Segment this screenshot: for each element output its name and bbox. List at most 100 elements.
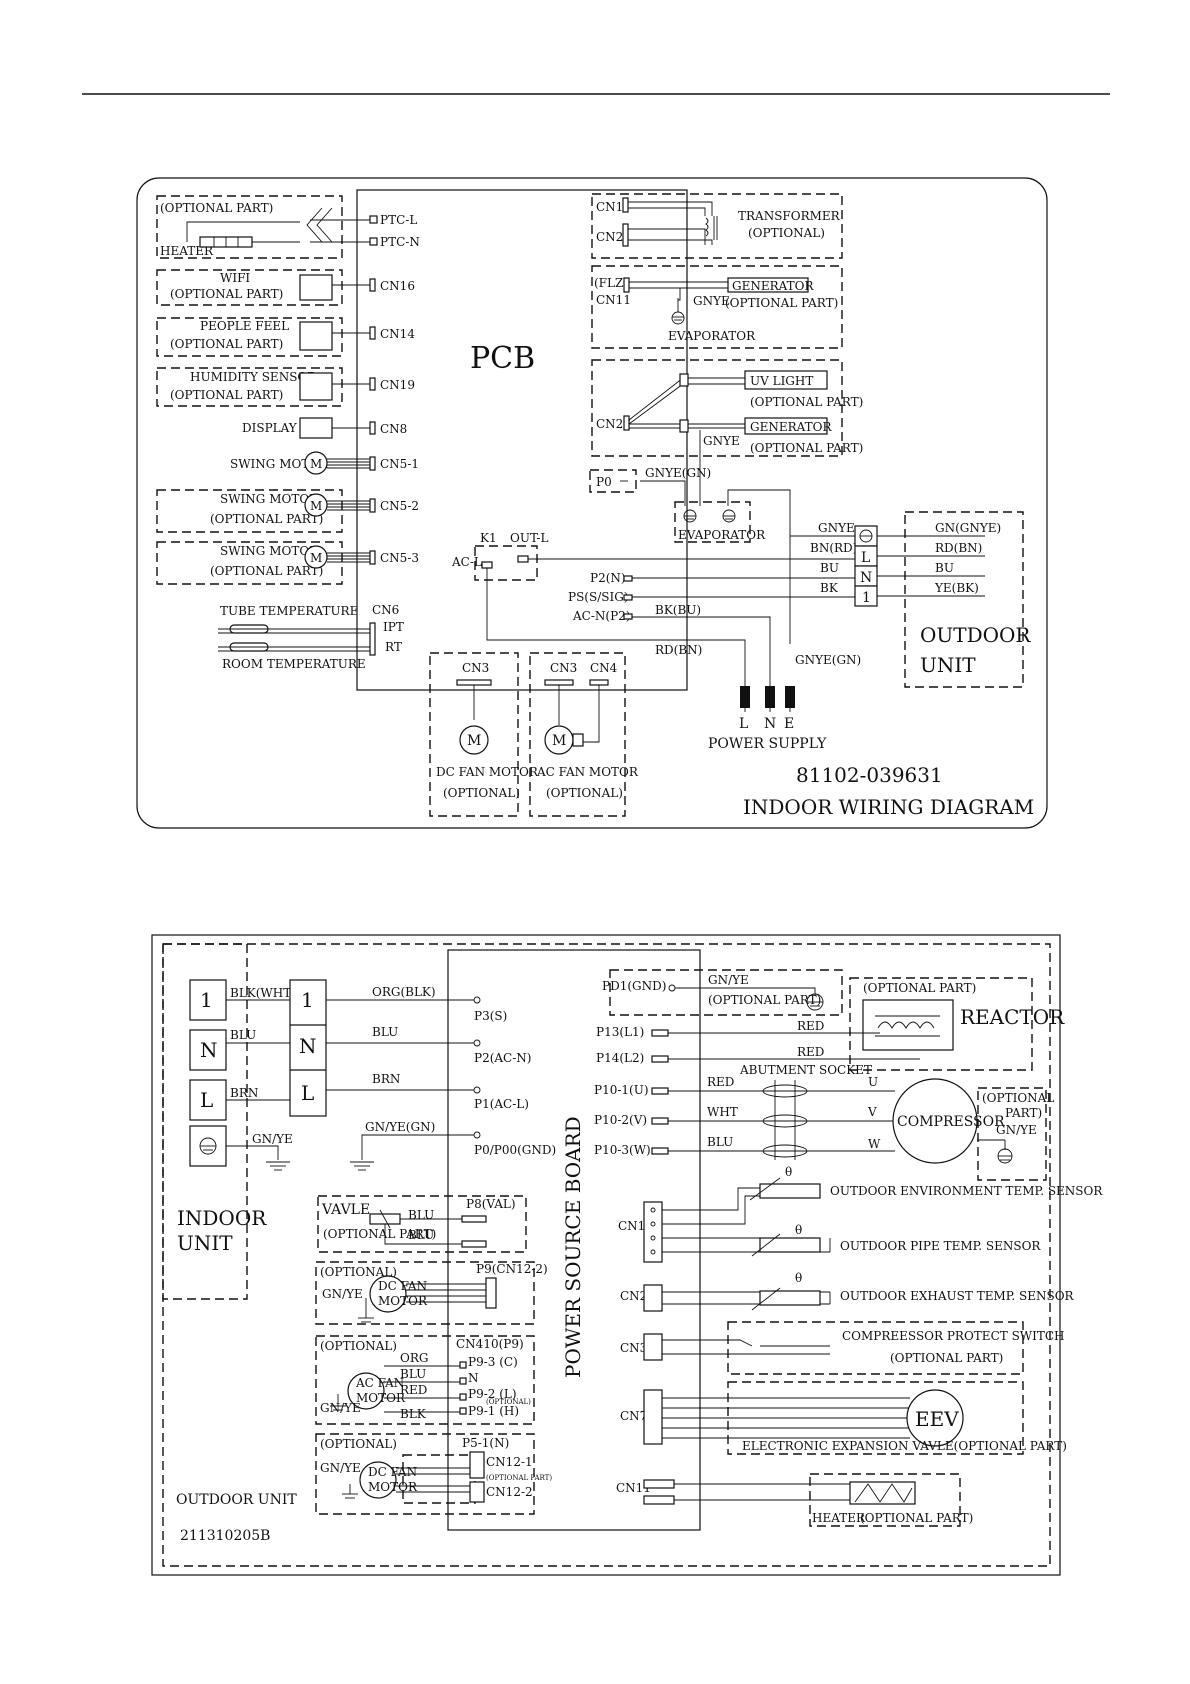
- outdoor-diagram: POWER SOURCE BOARD 1 N L BLK(WHT) BLU BR…: [151, 934, 1103, 1576]
- board-label: POWER SOURCE BOARD: [561, 1116, 585, 1378]
- swing-motor-2-opt: (OPTIONAL PART): [210, 512, 323, 526]
- ac-wire-red: RED: [400, 1383, 427, 1397]
- out-wire-ye: YE(BK): [934, 581, 979, 595]
- comp-gnye: GN/YE: [996, 1123, 1037, 1137]
- pd1-group: [609, 969, 843, 1016]
- ps-e-label: E: [784, 716, 794, 732]
- cn5-1-label: CN5-1: [380, 457, 419, 471]
- uv-generator-group: [591, 359, 843, 457]
- generator-2-label: GENERATOR: [750, 420, 832, 434]
- uvw-red: RED: [707, 1075, 734, 1089]
- outdoor-unit-group: [904, 511, 1024, 688]
- valve-blu-2: BLU: [408, 1228, 434, 1242]
- cn6-label: CN6: [372, 603, 399, 617]
- humidity-group: [156, 367, 343, 407]
- cn12-opt-label: (OPTIONAL PART): [486, 1474, 552, 1482]
- dc-fan-2-motor: MOTOR: [368, 1480, 418, 1494]
- cn5-2-label: CN5-2: [380, 499, 419, 513]
- generator-1-label: GENERATOR: [732, 279, 814, 293]
- cn2-out-label: CN2: [620, 1289, 647, 1303]
- display-label: DISPLAY: [242, 421, 298, 435]
- ac-wire-blu: BLU: [400, 1367, 426, 1381]
- dc-fan-group: [429, 652, 519, 817]
- cn19-label: CN19: [380, 378, 415, 392]
- terminal-l-label: L: [861, 550, 870, 566]
- outdoor-unit-label: OUTDOOR: [920, 623, 1031, 647]
- wire-brn-2: BRN: [372, 1072, 400, 1086]
- cn5-3-label: CN5-3: [380, 551, 419, 565]
- dc-fan-1-opt: (OPTIONAL): [320, 1265, 397, 1279]
- evaporator-2-group: [674, 501, 751, 543]
- cn1-out-label: CN1: [618, 1219, 645, 1233]
- swing-motor-2-label: SWING MOTOR: [220, 492, 319, 506]
- cn27-label: CN27: [596, 417, 631, 431]
- cn410-label: CN410(P9): [456, 1337, 524, 1351]
- dc-fan-label: DC FAN MOTOR: [436, 765, 539, 779]
- cn12-1-label: CN12-1: [486, 1455, 533, 1469]
- ac-l-label: AC-L: [451, 555, 482, 569]
- wifi-opt-label: (OPTIONAL PART): [170, 287, 283, 301]
- cn14-label: CN14: [380, 327, 415, 341]
- dc-fan-icon: M: [467, 733, 481, 749]
- ac-fan-label-out: AC FAN: [355, 1376, 404, 1390]
- p3-label: P3(S): [474, 1009, 507, 1023]
- evaporator-1-label: EVAPORATOR: [668, 329, 756, 343]
- humidity-label: HUMIDITY SENSOR: [190, 370, 317, 384]
- ac-fan-opt-out: (OPTIONAL): [320, 1339, 397, 1353]
- valve-blu-1: BLU: [408, 1208, 434, 1222]
- w-label: W: [868, 1137, 881, 1151]
- wire-gnye-2: GN/YE(GN): [365, 1120, 435, 1134]
- cn7-label: CN7: [620, 1409, 647, 1423]
- valve-group: [317, 1195, 527, 1253]
- theta-3: θ: [795, 1271, 802, 1285]
- bkbu-label: BK(BU): [655, 603, 701, 617]
- ac-wire-blk: BLK: [400, 1407, 427, 1421]
- indoor-unit-label: INDOOR: [177, 1206, 267, 1230]
- p0-box: [589, 469, 637, 493]
- cn2-label: CN2: [596, 230, 623, 244]
- indoor-code-label: 81102-039631: [796, 763, 943, 787]
- cn1-label: CN1: [596, 200, 623, 214]
- indoor-diagram: PCB (OPTIONAL PART) HEATER PTC-L PTC-N W…: [136, 177, 1048, 829]
- wire-blu-1: BLU: [230, 1028, 256, 1042]
- pcb-box: [356, 189, 688, 691]
- v-label: V: [867, 1105, 877, 1119]
- dc-fan-2-group: [315, 1433, 535, 1515]
- p0-label-2: P0/P00(GND): [474, 1143, 556, 1157]
- ipt-label: IPT: [383, 620, 404, 634]
- cn12-2-label: CN12-2: [486, 1485, 533, 1499]
- theta-2: θ: [795, 1223, 802, 1237]
- gnye-label-2: GNYE: [703, 434, 740, 448]
- people-feel-label: PEOPLE FEEL: [200, 319, 289, 333]
- exhaust-sensor-label: OUTDOOR EXHAUST TEMP. SENSOR: [840, 1289, 1075, 1303]
- terminal-n-label: N: [860, 570, 872, 586]
- pd1-gnye-label: GN/YE: [708, 973, 749, 987]
- compressor: [892, 1078, 978, 1164]
- eev-valve: [906, 1389, 964, 1447]
- pd1-label: PD1(GND): [602, 979, 666, 993]
- ac-fan-label: AC FAN MOTOR: [536, 765, 639, 779]
- p10-1-label: P10-1(U): [594, 1083, 649, 1097]
- transformer-opt: (OPTIONAL): [748, 226, 825, 240]
- gnye-gn-label: GNYE(GN): [645, 466, 711, 480]
- ps-label: PS(S/SIG): [568, 590, 628, 604]
- swing-motor-1-icon: M: [310, 457, 322, 471]
- ptc-l-label: PTC-L: [380, 213, 417, 227]
- cn8-label: CN8: [380, 422, 407, 436]
- rdbn-label: RD(BN): [655, 643, 702, 657]
- dc-fan-2-opt: (OPTIONAL): [320, 1437, 397, 1451]
- indoor-unit-group: [162, 943, 248, 1300]
- flz-label: (FLZ): [594, 276, 628, 290]
- ps-l-label: L: [739, 716, 748, 732]
- dc-fan-2-label: DC FAN: [368, 1465, 417, 1479]
- reactor-label: REACTOR: [960, 1005, 1065, 1029]
- term-bu-label: BU: [820, 561, 839, 575]
- wire-org-blk: ORG(BLK): [372, 985, 436, 999]
- pcb-label: PCB: [470, 341, 535, 376]
- people-feel-group: [156, 317, 343, 357]
- uv-light-label: UV LIGHT: [750, 374, 813, 388]
- wire-blk-wht: BLK(WHT): [230, 986, 296, 1000]
- uvw-wht: WHT: [707, 1105, 738, 1119]
- p10-3-label: P10-3(W): [594, 1143, 651, 1157]
